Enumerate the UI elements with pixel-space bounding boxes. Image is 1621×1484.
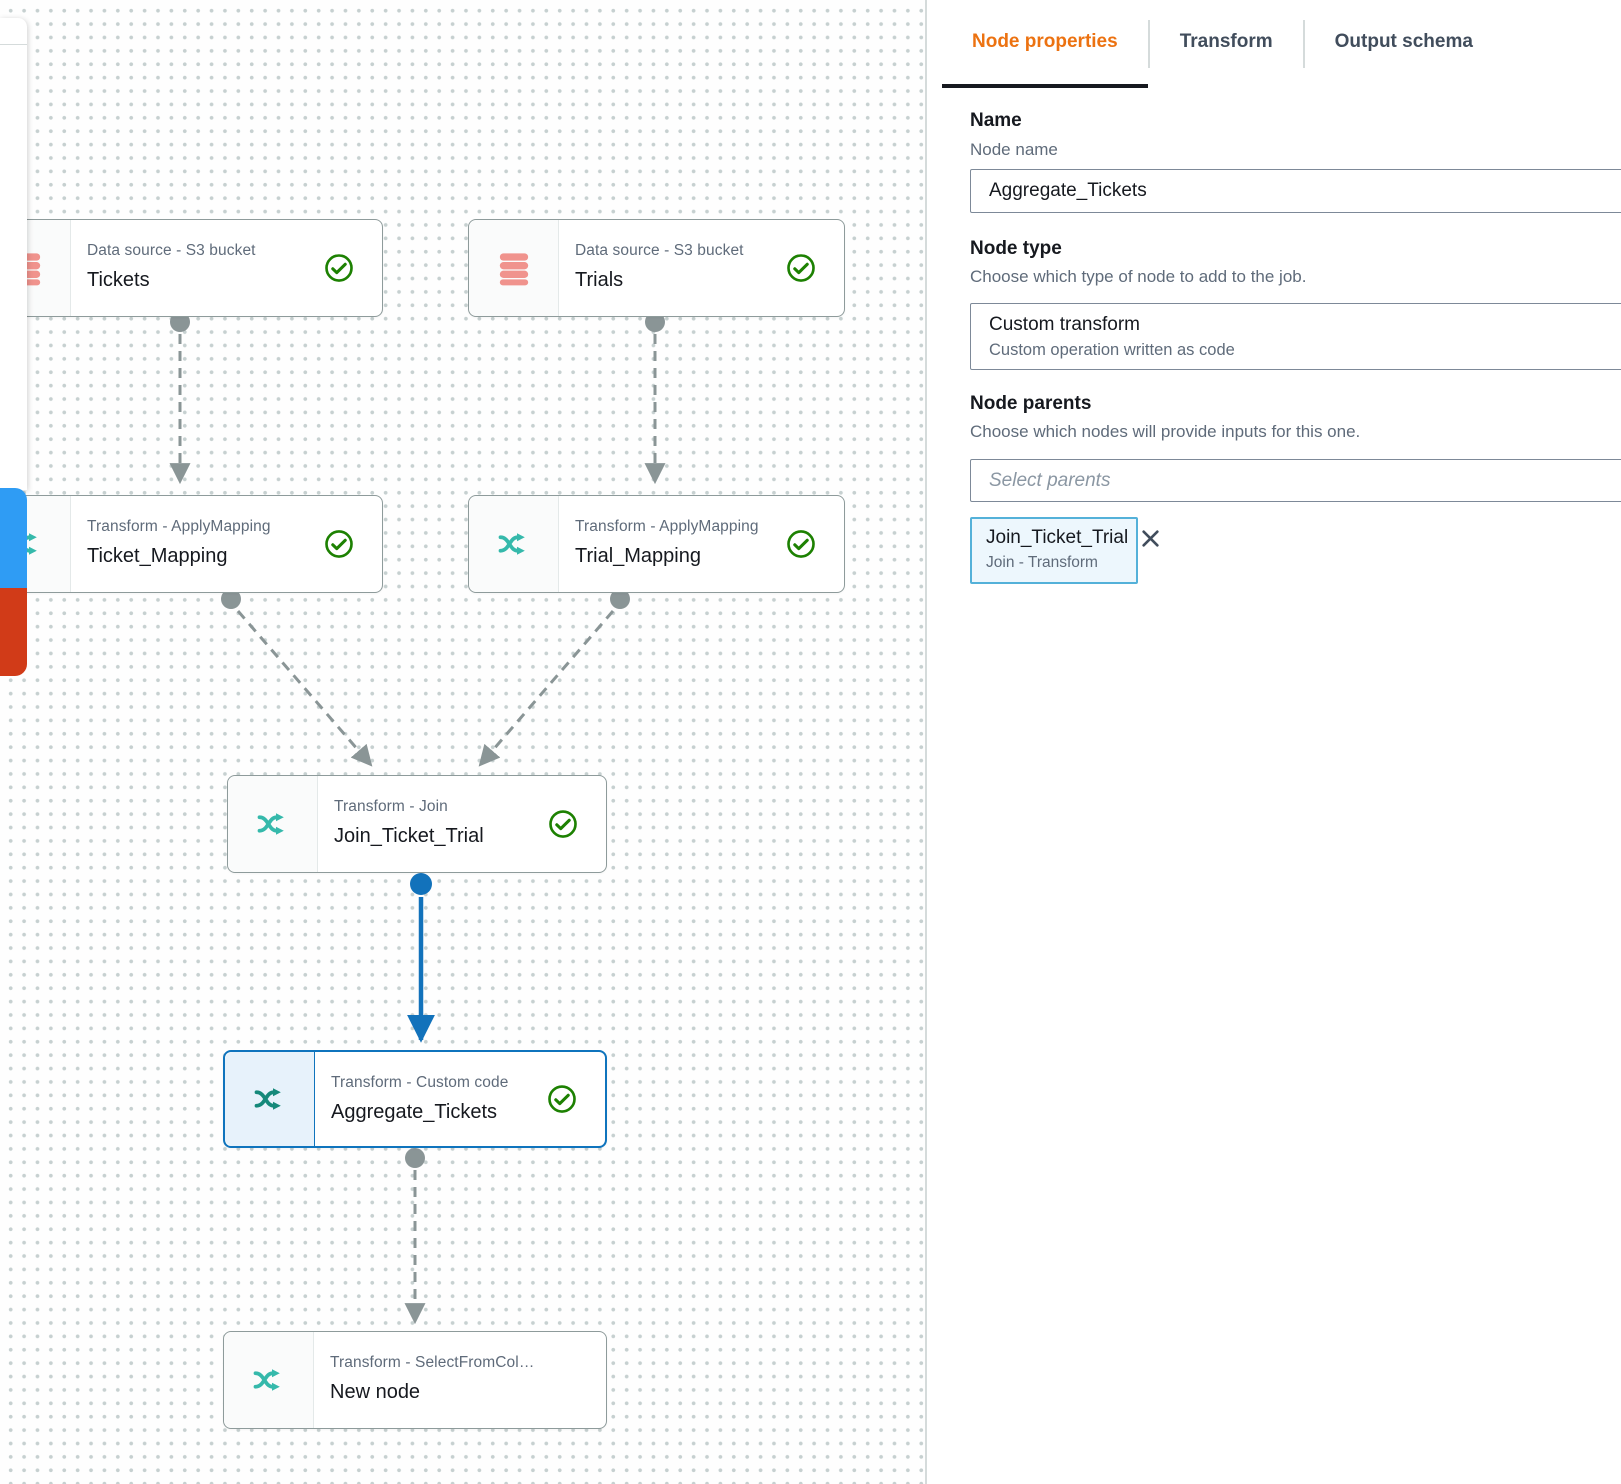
node-type-label: Transform - ApplyMapping [87,518,271,535]
node-join[interactable]: Transform - Join Join_Ticket_Trial [227,775,607,873]
edge-ticket-mapping-to-join [221,589,373,767]
parents-select-input[interactable] [971,460,1621,501]
tab-node-properties[interactable]: Node properties [942,0,1148,88]
node-properties-panel: Node properties Transform Output schema … [925,0,1621,1484]
node-name-label: Node name [970,140,1058,159]
node-ticket-mapping[interactable]: Transform - ApplyMapping Ticket_Mapping [0,495,383,593]
datasource-icon-cell [469,220,559,316]
transform-icon-cell [225,1052,315,1146]
status-ok-icon [786,529,816,559]
left-panel-edge [0,18,27,490]
node-aggregate-tickets[interactable]: Transform - Custom code Aggregate_Ticket… [223,1050,607,1148]
node-name-field-wrap [970,169,1621,213]
node-trial-mapping[interactable]: Transform - ApplyMapping Trial_Mapping [468,495,845,593]
status-ok-icon [324,253,354,283]
node-type-value-description: Custom operation written as code [989,341,1235,359]
node-title: Trial_Mapping [575,545,701,567]
node-type-select[interactable]: Custom transform Custom operation writte… [970,303,1621,370]
tab-separator [1302,20,1305,68]
name-section-heading: Name [970,110,1022,131]
node-type-label: Transform - Join [334,798,448,815]
node-title: New node [330,1381,421,1403]
status-ok-icon [547,1084,577,1114]
panel-tabs: Node properties Transform Output schema [927,0,1621,88]
node-title: Tickets [87,269,150,291]
tab-separator [1147,20,1150,68]
node-type-label: Transform - ApplyMapping [575,518,759,535]
node-type-label: Data source - S3 bucket [87,242,256,259]
node-type-label: Transform - SelectFromCol… [330,1354,535,1371]
parents-select-wrap [970,459,1621,502]
node-type-label: Transform - Custom code [331,1074,509,1091]
shuffle-icon [254,1088,281,1110]
node-title: Aggregate_Tickets [331,1101,498,1123]
remove-parent-icon[interactable] [1140,528,1161,549]
node-name-input[interactable] [971,170,1621,212]
node-title: Ticket_Mapping [87,545,228,567]
edge-tickets-to-ticket-mapping [169,312,191,485]
shuffle-icon [498,533,525,555]
left-panel-divider [0,44,27,45]
shuffle-icon [253,1369,280,1391]
node-title: Trials [575,269,624,291]
parent-chip-join-ticket-trial: Join_Ticket_Trial Join - Transform [970,517,1159,584]
legend-red-block [0,588,27,676]
parent-chip-type: Join - Transform [986,554,1098,571]
job-canvas[interactable]: Data source - S3 bucket Tickets Data sou… [0,0,925,1484]
transform-icon-cell [228,776,318,872]
node-type-heading: Node type [970,238,1062,259]
shuffle-icon [257,813,284,835]
node-trials[interactable]: Data source - S3 bucket Trials [468,219,845,317]
node-type-description: Choose which type of node to add to the … [970,267,1307,286]
status-ok-icon [548,809,578,839]
edge-join-to-aggregate [407,873,435,1043]
parent-chip-name: Join_Ticket_Trial [986,527,1129,548]
tab-output-schema[interactable]: Output schema [1334,31,1473,52]
legend-blue-block [0,488,27,588]
transform-icon-cell [224,1332,314,1428]
node-new-node[interactable]: Transform - SelectFromCol… New node [223,1331,607,1429]
node-tickets[interactable]: Data source - S3 bucket Tickets [0,219,383,317]
status-ok-icon [324,529,354,559]
edge-aggregate-to-new-node [404,1148,426,1325]
edge-trial-mapping-to-join [478,589,630,767]
transform-icon-cell [469,496,559,592]
s3-database-icon [499,253,528,286]
edges-layer [169,312,666,1325]
node-parents-description: Choose which nodes will provide inputs f… [970,422,1361,441]
status-ok-icon [786,253,816,283]
node-properties-content: Name Node name Node type Choose which ty… [927,88,1621,1484]
node-parents-heading: Node parents [970,393,1092,414]
edge-trials-to-trial-mapping [644,312,666,485]
node-type-label: Data source - S3 bucket [575,242,744,259]
node-title: Join_Ticket_Trial [334,825,484,847]
node-type-value: Custom transform [989,314,1140,335]
tab-transform[interactable]: Transform [1179,31,1273,52]
